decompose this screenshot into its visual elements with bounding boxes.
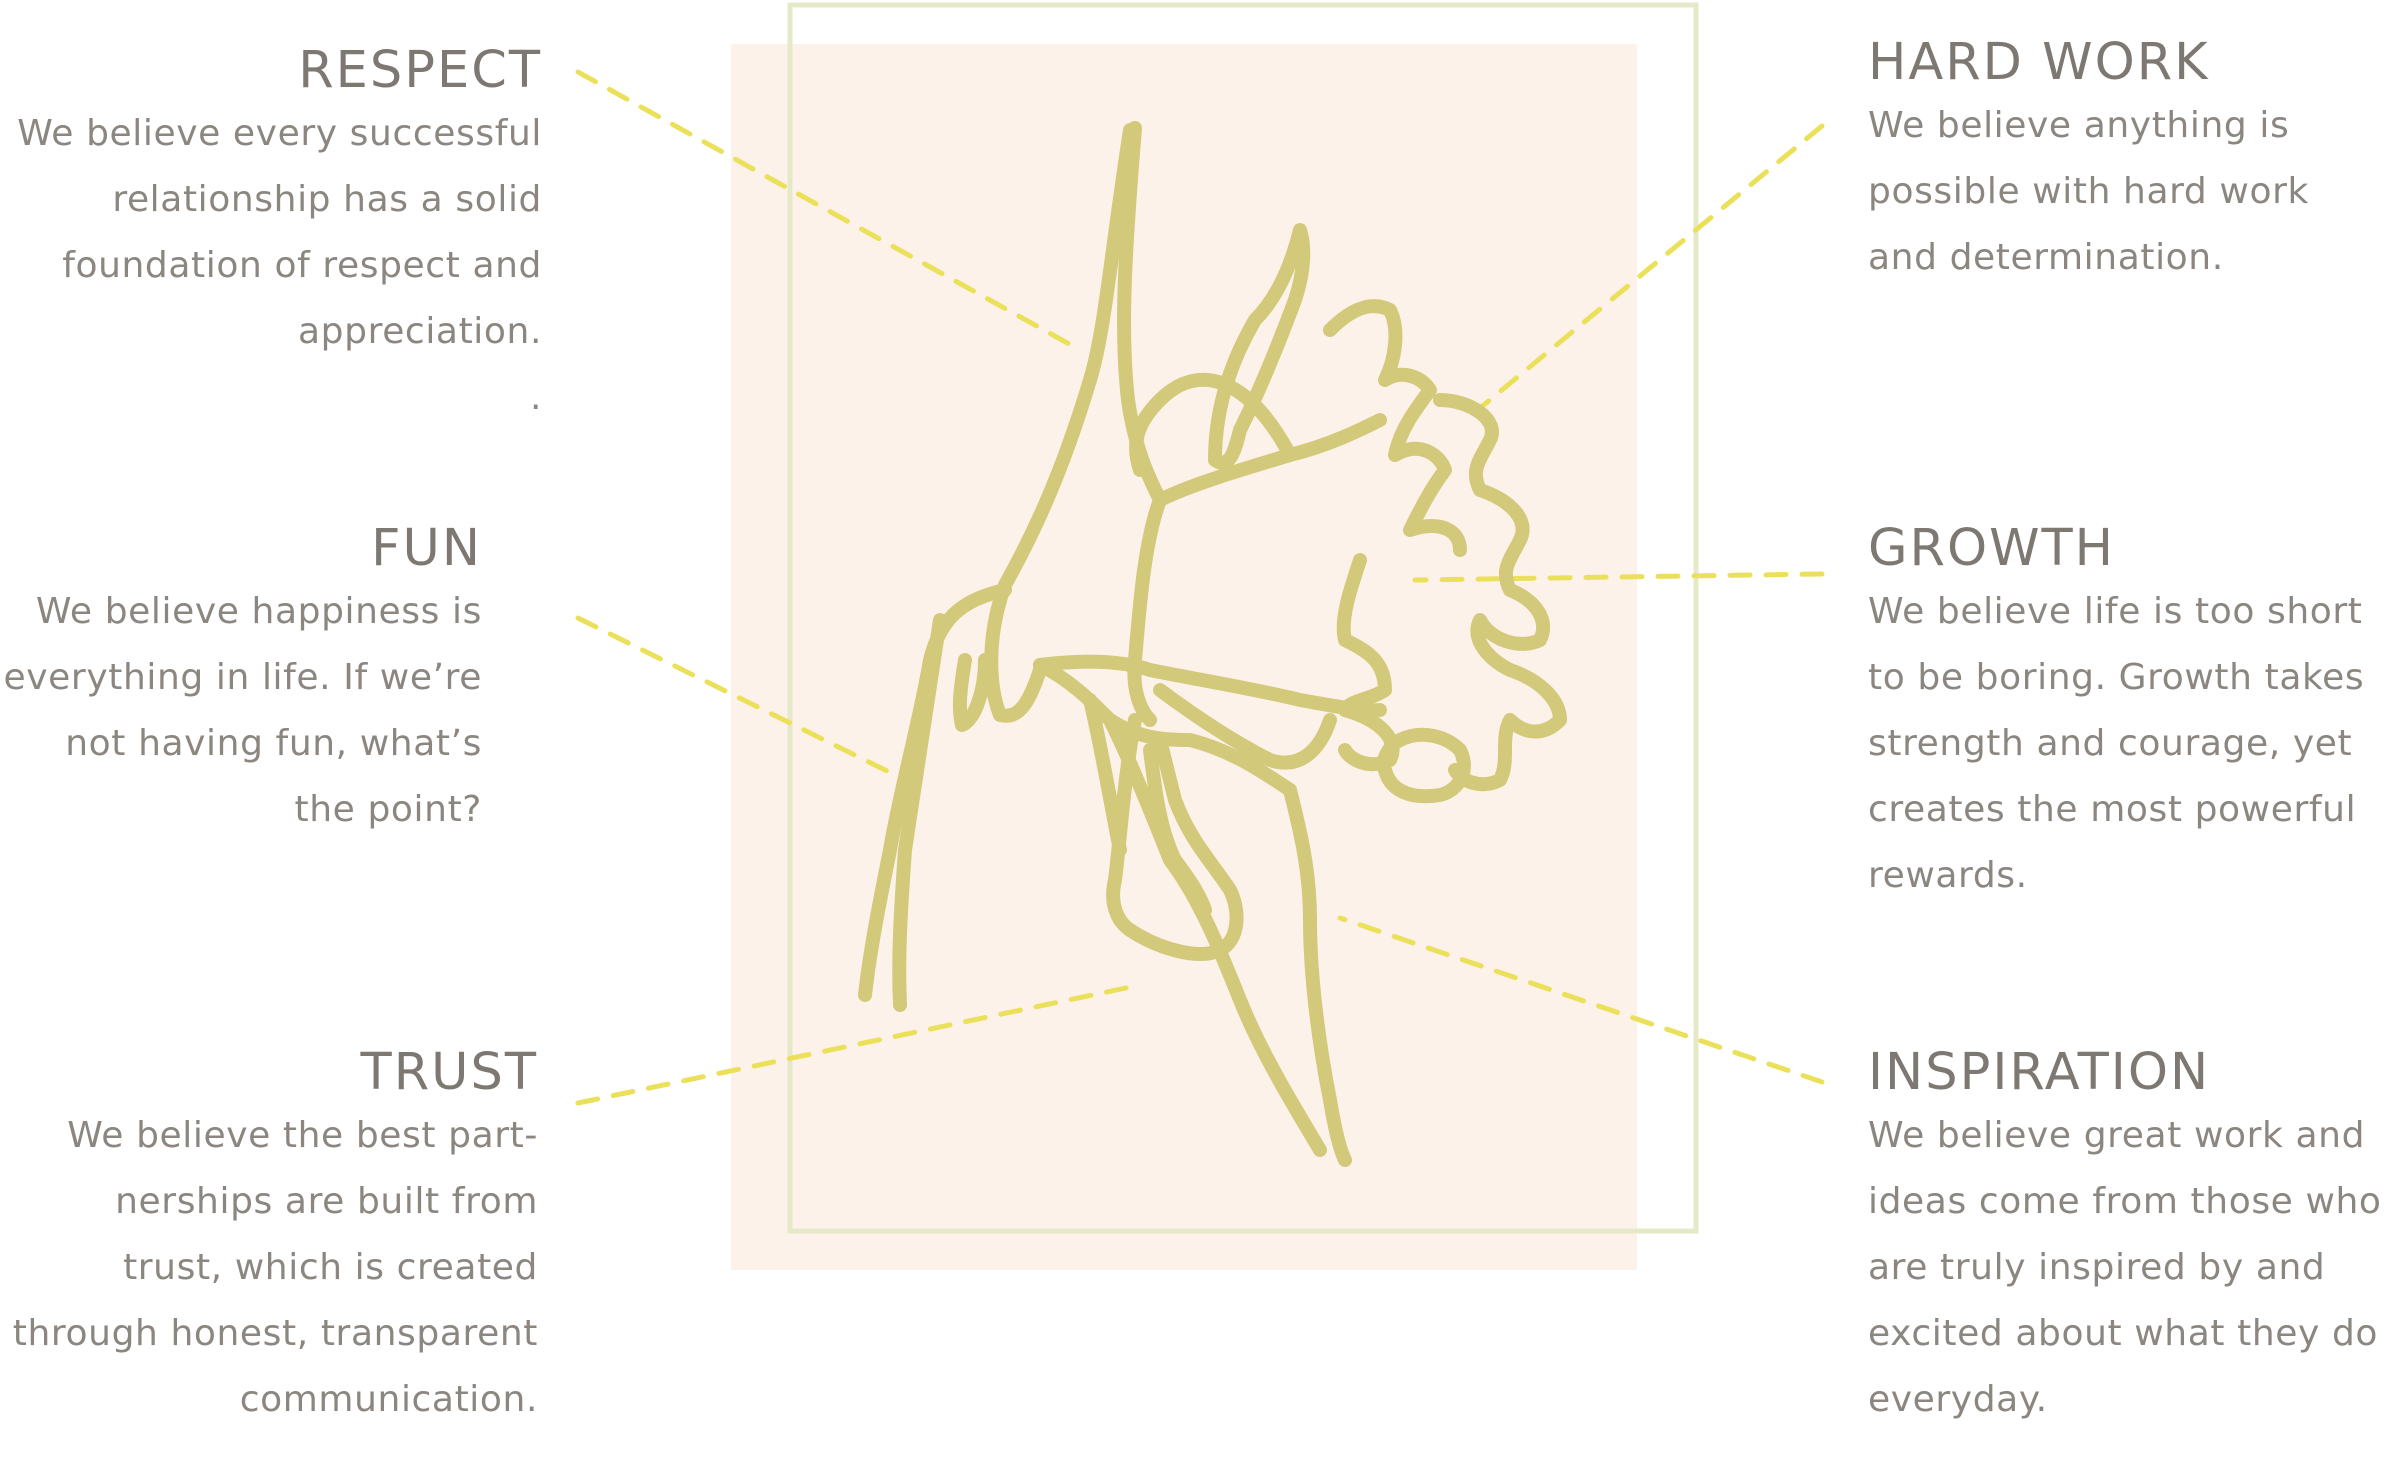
value-line: rewards. <box>1868 855 2028 897</box>
value-line: We believe great work and <box>1868 1115 2366 1157</box>
value-line: and determination. <box>1868 237 2224 279</box>
leader-line-fun <box>575 615 898 778</box>
value-title-respect: RESPECT <box>298 41 542 100</box>
value-line: We believe every successful <box>17 113 542 155</box>
value-line: to be boring. Growth takes <box>1868 657 2365 699</box>
leader-line-respect <box>575 69 1083 353</box>
value-line: relationship has a solid <box>112 179 542 221</box>
value-line: ideas come from those who <box>1868 1181 2382 1223</box>
value-title-fun: FUN <box>371 519 482 578</box>
value-inspiration: INSPIRATION We believe great work and id… <box>1868 1042 2398 1433</box>
value-title-trust: TRUST <box>360 1043 538 1102</box>
leader-line-trust <box>575 982 1143 1106</box>
value-line: excited about what they do <box>1868 1313 2379 1355</box>
value-line: are truly inspired by and <box>1868 1247 2326 1289</box>
leader-line-growth <box>1412 571 1825 583</box>
value-trust: TRUST We believe the best part- nerships… <box>0 1042 538 1433</box>
value-line: possible with hard work <box>1868 171 2309 213</box>
value-title-inspiration: INSPIRATION <box>1868 1043 2211 1102</box>
value-line: not having fun, what’s <box>65 723 482 765</box>
value-trailing-mark: . <box>529 377 542 419</box>
value-line: nerships are built from <box>115 1181 538 1223</box>
value-fun: FUN We believe happiness is everything i… <box>0 518 482 843</box>
value-respect: RESPECT We believe every successful rela… <box>0 40 542 431</box>
value-growth: GROWTH We believe life is too short to b… <box>1868 518 2393 909</box>
value-line: through honest, transparent <box>12 1313 538 1355</box>
value-line: everything in life. If we’re <box>3 657 482 699</box>
value-line: creates the most powerful <box>1868 789 2357 831</box>
daffodil-icon <box>858 121 1567 1167</box>
value-title-growth: GROWTH <box>1868 519 2116 578</box>
leader-line-hard-work <box>1477 123 1825 411</box>
leader-line-inspiration <box>1337 915 1825 1085</box>
value-line: everyday. <box>1868 1379 2048 1421</box>
value-line: We believe life is too short <box>1868 591 2363 633</box>
value-line: the point? <box>294 789 482 831</box>
frame-border <box>787 2 1699 1234</box>
value-line: We believe anything is <box>1868 105 2290 147</box>
value-line: foundation of respect and <box>62 245 542 287</box>
value-title-hard-work: HARD WORK <box>1868 33 2210 92</box>
value-line: appreciation. <box>298 311 542 353</box>
value-line: strength and courage, yet <box>1868 723 2353 765</box>
value-line: communication. <box>239 1379 538 1421</box>
value-line: We believe the best part- <box>67 1115 538 1157</box>
leader-lines <box>575 69 1825 1106</box>
value-line: We believe happiness is <box>35 591 482 633</box>
value-hard-work: HARD WORK We believe anything is possibl… <box>1868 32 2388 291</box>
value-line: trust, which is created <box>123 1247 538 1289</box>
